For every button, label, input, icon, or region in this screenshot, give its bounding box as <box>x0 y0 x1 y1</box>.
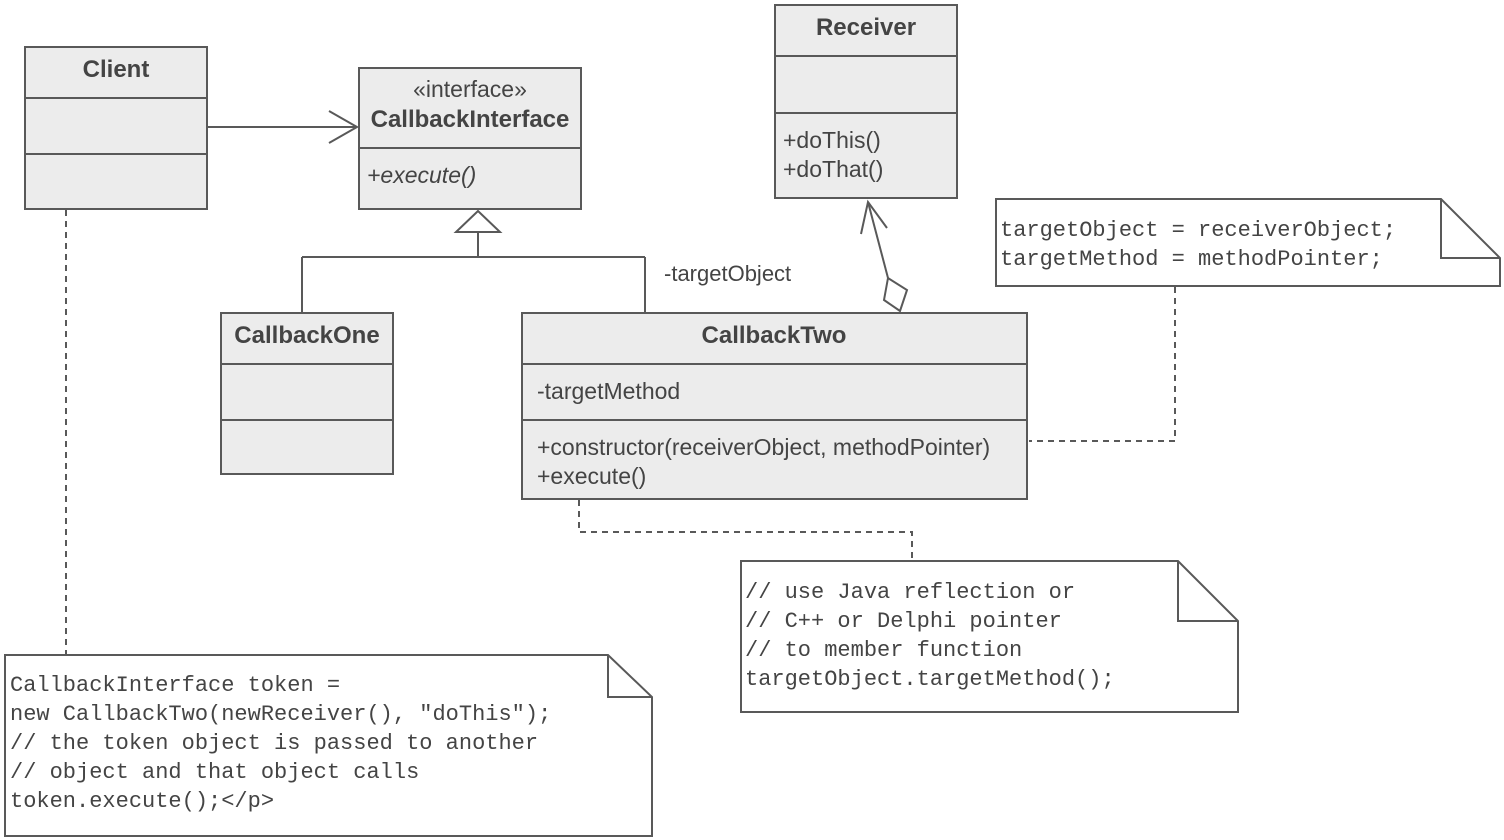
class-callback-interface[interactable]: «interface» CallbackInterface +execute() <box>358 67 582 210</box>
note-target-assign-line: targetMethod = methodPointer; <box>1000 247 1383 272</box>
note-target-assign: targetObject = receiverObject; targetMet… <box>995 198 1501 287</box>
note-connector-target-assign <box>1029 287 1176 442</box>
note-client-usage-line: CallbackInterface token = <box>10 673 340 698</box>
note-reflection-line: targetObject.targetMethod(); <box>745 667 1115 692</box>
note-target-assign-line: targetObject = receiverObject; <box>1000 218 1396 243</box>
note-reflection-line: // to member function <box>745 638 1022 663</box>
realization-callbacks-interface <box>301 209 646 313</box>
callback-two-operation-constructor: +constructor(receiverObject, methodPoint… <box>537 434 990 460</box>
note-connector-reflection <box>578 500 913 560</box>
receiver-operation-dothat: +doThat() <box>783 156 883 182</box>
note-client-usage-line: // object and that object calls <box>10 760 419 785</box>
class-client[interactable]: Client <box>24 46 208 210</box>
note-client-usage-line: new CallbackTwo(newReceiver(), "doThis")… <box>10 702 551 727</box>
interface-operation-execute: +execute() <box>367 162 476 188</box>
class-callback-interface-name: CallbackInterface <box>371 106 570 133</box>
class-callback-two-name: CallbackTwo <box>702 322 847 349</box>
class-client-name: Client <box>83 56 150 83</box>
association-label-targetobject: -targetObject <box>664 261 791 286</box>
note-reflection-line: // C++ or Delphi pointer <box>745 609 1062 634</box>
class-callback-one-name: CallbackOne <box>234 322 379 349</box>
class-callback-one[interactable]: CallbackOne <box>220 312 394 475</box>
receiver-operation-dothis: +doThis() <box>783 127 881 153</box>
callback-two-attribute-targetmethod: -targetMethod <box>537 378 680 404</box>
note-reflection: // use Java reflection or // C++ or Delp… <box>740 560 1239 713</box>
note-client-usage-line: // the token object is passed to another <box>10 731 538 756</box>
aggregation-callbacktwo-receiver <box>860 199 909 313</box>
callback-two-operation-execute: +execute() <box>537 463 646 489</box>
note-reflection-line: // use Java reflection or <box>745 580 1075 605</box>
dependency-client-interface <box>207 110 360 144</box>
class-callback-two[interactable]: CallbackTwo -targetMethod +constructor(r… <box>521 312 1028 500</box>
interface-stereotype: «interface» <box>413 76 527 102</box>
class-receiver[interactable]: Receiver +doThis() +doThat() <box>774 4 958 199</box>
class-receiver-name: Receiver <box>816 14 916 41</box>
note-client-usage: CallbackInterface token = new CallbackTw… <box>4 654 653 837</box>
note-client-usage-line: token.execute();</p> <box>10 789 274 814</box>
